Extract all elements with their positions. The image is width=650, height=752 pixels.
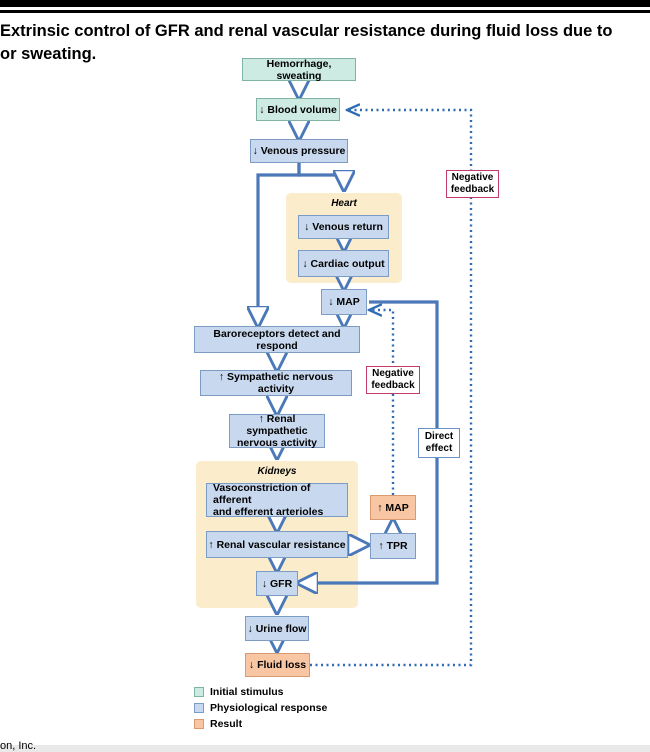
node-map-up: ↑ MAP: [370, 495, 416, 520]
node-tpr-up: ↑ TPR: [370, 533, 416, 559]
legend-label: Initial stimulus: [210, 686, 284, 698]
legend-swatch-initial-stimulus: [194, 687, 204, 697]
node-blood-volume: ↓ Blood volume: [256, 98, 340, 121]
legend-item-initial-stimulus: Initial stimulus: [194, 685, 284, 699]
node-renal-vascular-resistance: ↑ Renal vascular resistance: [206, 531, 348, 558]
legend-swatch-physiological-response: [194, 703, 204, 713]
arrow-venous-pressure-to-baroreceptors: [258, 163, 301, 326]
legend-label: Physiological response: [210, 702, 328, 714]
node-map-down: ↓ MAP: [321, 289, 367, 315]
node-cardiac-output: ↓ Cardiac output: [298, 250, 389, 277]
node-hemorrhage-sweating: Hemorrhage, sweating: [242, 58, 356, 82]
node-venous-return: ↓ Venous return: [298, 215, 389, 239]
bottom-band: [0, 745, 650, 752]
node-gfr-down: ↓ GFR: [256, 571, 298, 596]
node-sympathetic-activity: ↑ Sympathetic nervous activity: [200, 370, 352, 396]
node-urine-flow: ↓ Urine flow: [245, 616, 309, 641]
negative-feedback-outer-label: Negative feedback: [446, 170, 499, 198]
node-renal-sympathetic-activity: ↑ Renal sympathetic nervous activity: [229, 413, 325, 449]
legend-item-physiological-response: Physiological response: [194, 701, 327, 715]
heart-region-label: Heart: [331, 198, 357, 209]
node-vasoconstriction: Vasoconstriction of afferent and efferen…: [206, 482, 348, 518]
negative-feedback-inner-label: Negative feedback: [366, 366, 420, 394]
legend-label: Result: [210, 718, 243, 730]
footer-credit: on, Inc.: [0, 740, 37, 752]
header-rule-thick: [0, 0, 650, 7]
node-venous-pressure: ↓ Venous pressure: [250, 139, 348, 163]
page-title: Extrinsic control of GFR and renal vascu…: [0, 22, 613, 63]
feedback-paths: [310, 110, 473, 667]
feedback-map-up-to-map-down: [369, 310, 395, 495]
header-rule-thin: [0, 10, 650, 13]
legend-swatch-result: [194, 719, 204, 729]
direct-effect-label: Direct effect: [418, 428, 460, 458]
node-fluid-loss: ↓ Fluid loss: [245, 653, 310, 677]
arrow-venous-pressure-to-heart: [297, 163, 344, 190]
kidneys-region-label: Kidneys: [257, 466, 297, 477]
legend-item-result: Result: [194, 717, 242, 731]
node-baroreceptors: Baroreceptors detect and respond: [194, 326, 360, 353]
